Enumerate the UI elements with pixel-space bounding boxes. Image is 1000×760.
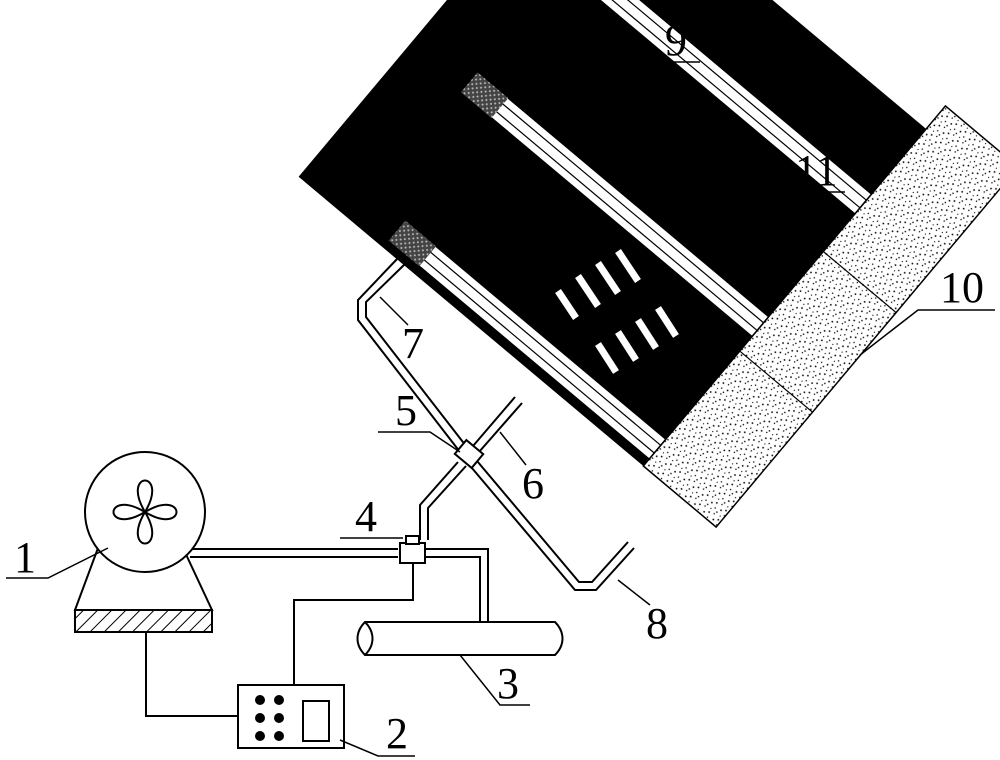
- fan: [73, 451, 214, 633]
- tubing: [190, 257, 635, 622]
- rock-mass: [298, 0, 1000, 529]
- borehole-lower: [387, 219, 667, 461]
- callout-10: 10: [940, 263, 984, 312]
- seal-plug-middle: [460, 72, 509, 118]
- leader-lines: [6, 61, 995, 757]
- callout-11: 11: [795, 146, 837, 195]
- controller-display: [302, 700, 330, 742]
- control-wires: [145, 563, 414, 717]
- callout-7: 7: [402, 319, 424, 368]
- fractures: [555, 249, 679, 374]
- callout-4: 4: [355, 492, 377, 541]
- callout-5: 5: [395, 386, 417, 435]
- seal-plug-lower: [388, 220, 437, 267]
- callout-6: 6: [522, 459, 544, 508]
- callout-8: 8: [646, 599, 668, 648]
- borehole-upper: [532, 0, 873, 216]
- junction-block: [453, 438, 485, 470]
- borehole-middle: [459, 71, 770, 338]
- callout-3: 3: [497, 659, 519, 708]
- coal-seam: [298, 0, 927, 467]
- callout-9: 9: [665, 16, 687, 65]
- fan-blades-icon: [112, 479, 178, 545]
- callout-1: 1: [14, 533, 36, 582]
- callout-2: 2: [386, 709, 408, 758]
- fan-base: [74, 609, 213, 633]
- controller: [237, 684, 345, 749]
- controller-buttons: [255, 695, 284, 741]
- tee-valve: [399, 542, 426, 564]
- main-pipe: [356, 621, 564, 656]
